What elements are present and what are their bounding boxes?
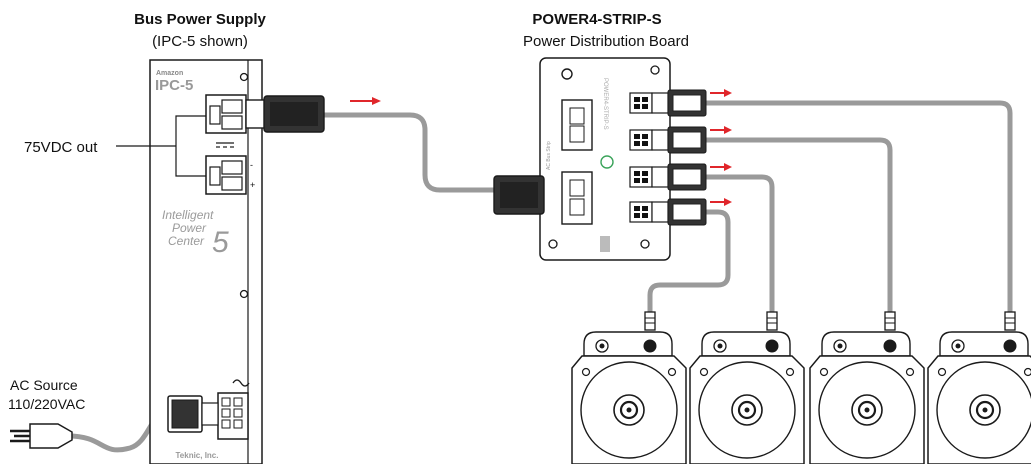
ac-source-label-line2: 110/220VAC xyxy=(8,396,85,412)
output-arrows xyxy=(710,89,732,206)
logo-power: Power xyxy=(172,221,207,235)
servo-motor-3 xyxy=(809,311,925,464)
bus-cable xyxy=(319,112,508,193)
board-side-text: AC Bus Strip xyxy=(546,141,552,170)
power-supply-subtitle: (IPC-5 shown) xyxy=(152,33,248,50)
dc-output-callout: 75VDC out xyxy=(24,115,206,177)
output-plugs xyxy=(651,89,707,226)
dc-symbol-icon xyxy=(216,142,234,148)
red-arrow-icon xyxy=(350,97,381,105)
ac-plug-icon xyxy=(10,423,73,449)
cables xyxy=(65,100,1013,453)
servo-motor-2 xyxy=(689,311,805,464)
logo-number: 5 xyxy=(212,226,229,259)
motor-cable-1 xyxy=(702,100,1013,321)
dc-output-label: 75VDC out xyxy=(24,139,98,156)
servo-motor-1 xyxy=(571,311,687,464)
board-hole-br xyxy=(640,239,650,249)
logo-center: Center xyxy=(168,234,205,248)
board-hole-tr xyxy=(650,65,660,75)
dc-output-connector-1 xyxy=(205,94,247,134)
ac-symbol-icon xyxy=(232,379,250,387)
servo-motor-4 xyxy=(927,311,1031,464)
ipc-logo: Intelligent Power Center 5 xyxy=(162,208,229,259)
board-silk-bar xyxy=(600,236,610,252)
mounting-hole-top xyxy=(239,72,249,82)
distribution-board: POWER4-STRIP-S Power Distribution Board … xyxy=(523,11,689,261)
logo-intelligent: Intelligent xyxy=(162,208,214,222)
connector-2-plus: + xyxy=(250,180,255,190)
bus-cable-plug xyxy=(245,95,325,133)
board-subtitle: Power Distribution Board xyxy=(523,33,689,50)
board-hole-bl xyxy=(548,239,558,249)
power-supply-model: IPC-5 xyxy=(155,77,193,94)
motor-cable-3 xyxy=(702,174,775,321)
power-supply-title: Bus Power Supply xyxy=(134,11,266,28)
connector-2-minus: - xyxy=(250,160,253,170)
mounting-hole-middle xyxy=(239,289,249,299)
motor-cable-4 xyxy=(647,209,731,321)
board-input-plug xyxy=(493,175,545,215)
motor-cable-2 xyxy=(702,137,893,321)
board-output-connectors xyxy=(629,92,653,223)
board-silk-text: POWER4-STRIP-S xyxy=(602,78,608,130)
ac-input-connector xyxy=(217,392,249,440)
power-supply-maker: Teknic, Inc. xyxy=(176,451,219,460)
dc-output-connector-2 xyxy=(205,155,247,195)
ac-cord-connector xyxy=(167,395,219,433)
status-led xyxy=(600,155,614,169)
servo-motors xyxy=(571,311,1031,464)
board-hole-tl xyxy=(561,68,573,80)
power-supply-brand: Amazon xyxy=(156,70,183,77)
board-title: POWER4-STRIP-S xyxy=(532,11,661,28)
ac-source-label-line1: AC Source xyxy=(10,377,78,393)
